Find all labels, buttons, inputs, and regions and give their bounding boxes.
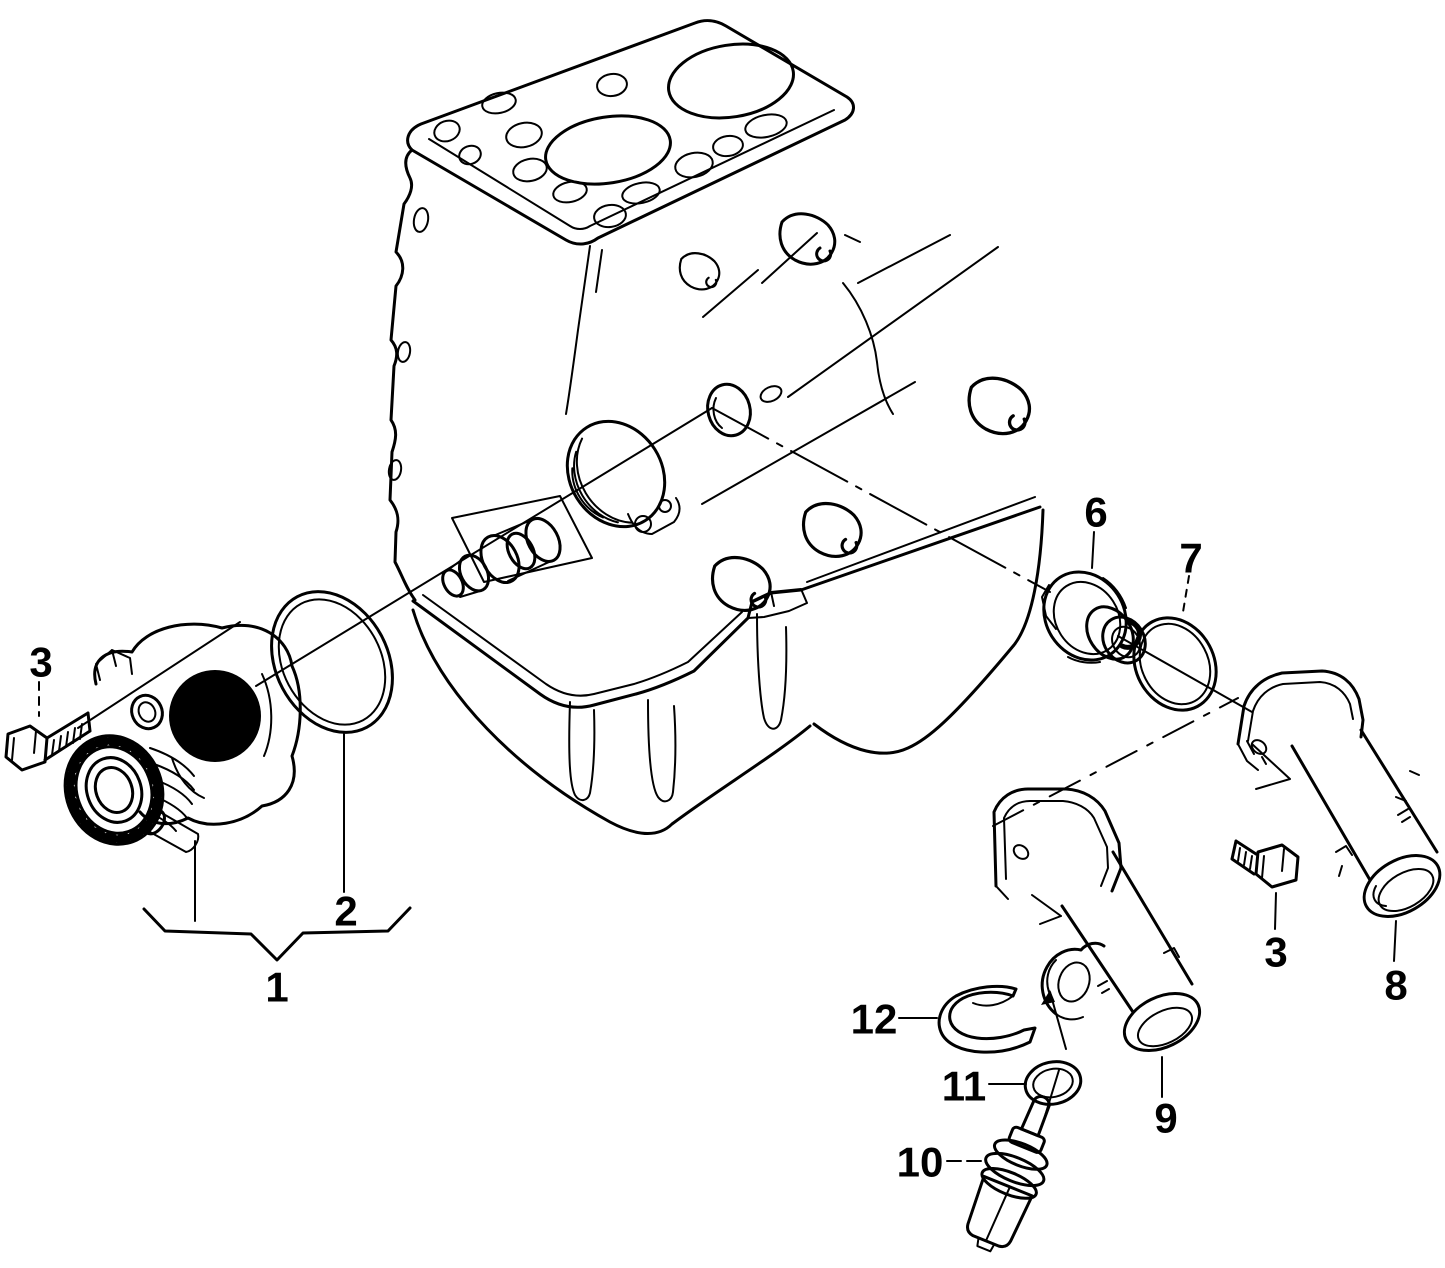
o-ring-11-drawing: [1023, 1060, 1083, 1106]
callout-6: 6: [1084, 489, 1107, 536]
callout-3-right: 3: [1264, 929, 1287, 976]
callout-3-left: 3: [29, 639, 52, 686]
callout-9: 9: [1154, 1095, 1177, 1142]
callout-7: 7: [1179, 535, 1202, 582]
water-pump-port-drawing: [565, 419, 681, 535]
bolt-drawing-right: [1230, 839, 1300, 889]
callout-1: 1: [265, 964, 288, 1011]
callout-8: 8: [1384, 962, 1407, 1009]
callout-11: 11: [942, 1063, 986, 1110]
coolant-flange-8-drawing: [1236, 669, 1442, 918]
pump-gear-drawing: [63, 734, 165, 846]
callout-labels: 3 1 2 6 7 3 8 12 11 9 10: [29, 489, 1407, 1186]
callout-10: 10: [897, 1139, 944, 1186]
pump-hub-blackout: [169, 670, 261, 762]
pump-shaft-drawing: [441, 517, 562, 598]
temperature-sensor-10-drawing: [966, 1095, 1051, 1253]
thermostat-drawing: [1041, 570, 1147, 665]
callout-leader-lines: [38, 531, 1397, 1162]
o-ring-2-drawing: [270, 590, 394, 734]
retaining-clip-12-drawing: [937, 984, 1037, 1054]
bolt-drawing-left: [4, 711, 92, 772]
o-ring-7-drawing: [1132, 616, 1218, 712]
callout-2: 2: [334, 888, 357, 935]
water-pump-drawing: [63, 622, 302, 853]
assembly-bracket: [142, 906, 412, 962]
coolant-pipe-9-drawing: [992, 787, 1202, 1117]
callout-12: 12: [851, 996, 898, 1043]
engine-block-drawing: [387, 19, 1045, 835]
